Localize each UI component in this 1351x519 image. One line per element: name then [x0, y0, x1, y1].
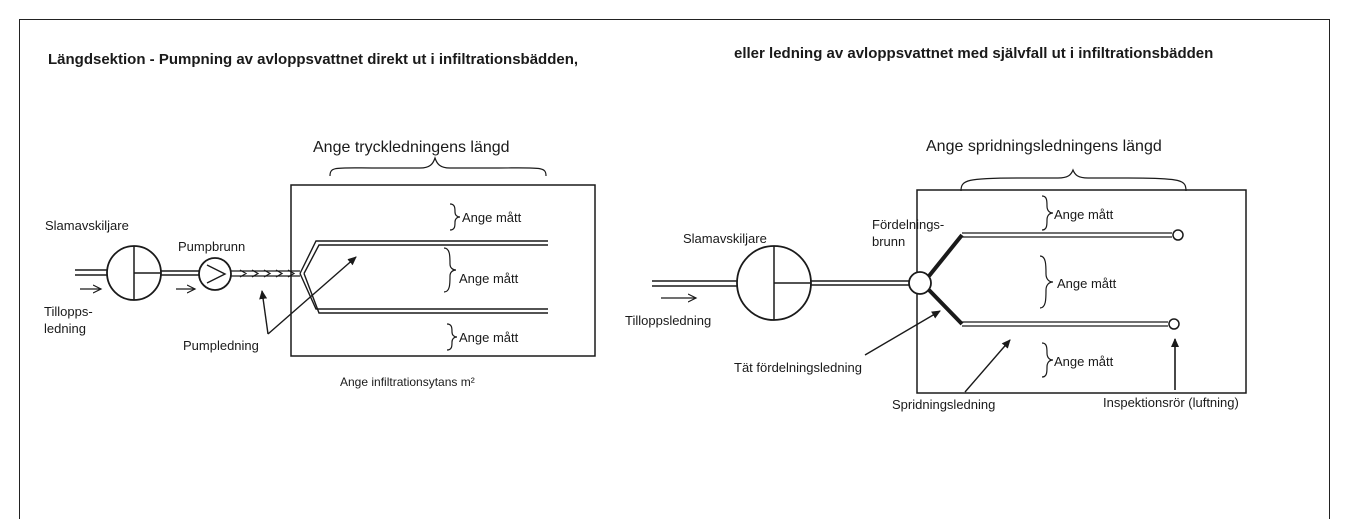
- left-measure-top: Ange mått: [462, 210, 522, 225]
- left-pump-well-symbol: [198, 257, 232, 291]
- left-infiltration-bed: [290, 184, 596, 357]
- left-distribution-pipe-upper-a: [299, 240, 548, 274]
- right-distribution-well-label-line2: brunn: [872, 234, 905, 249]
- right-inspection-pipe-lower: [1168, 318, 1180, 330]
- right-spread-line-label: Spridningsledning: [892, 397, 995, 412]
- left-measure-brace-bottom: [446, 323, 458, 351]
- right-sealed-line-pointer: [864, 310, 941, 356]
- left-pump-line-pointer-1: [259, 290, 269, 335]
- right-septic-tank-label: Slamavskiljare: [683, 231, 767, 246]
- right-distribution-well-symbol: [908, 271, 932, 295]
- right-sealed-line-lower: [927, 288, 964, 326]
- left-septic-tank-label: Slamavskiljare: [45, 218, 129, 233]
- left-measure-bottom: Ange mått: [459, 330, 519, 345]
- right-measure-brace-middle: [1039, 255, 1054, 309]
- left-pump-icon: [206, 264, 227, 284]
- left-distribution-pipe-lower-a: [299, 273, 548, 310]
- figure-frame: [19, 19, 1330, 519]
- left-pump-line-pointer-2: [267, 256, 357, 335]
- left-measure-brace-middle: [443, 247, 457, 293]
- left-diagram: Ange tryckledningens längd Ange m: [44, 139, 596, 389]
- left-distribution-pipe-upper-b: [303, 244, 548, 274]
- right-measure-top: Ange mått: [1054, 207, 1114, 222]
- right-length-brace: [960, 168, 1187, 192]
- right-inspection-pipe-label: Inspektionsrör (luftning): [1103, 395, 1239, 410]
- left-pressure-flow-arrows: [239, 269, 296, 278]
- heading-right: eller ledning av avloppsvattnet med själ…: [734, 45, 1214, 62]
- left-area-label: Ange infiltrationsytans m²: [340, 375, 475, 389]
- right-measure-brace-bottom: [1041, 342, 1054, 378]
- left-pump-line-label: Pumpledning: [183, 338, 259, 353]
- left-pump-well-label: Pumpbrunn: [178, 239, 245, 254]
- left-inlet-label-line2: ledning: [44, 321, 86, 336]
- left-measure-brace-top: [449, 203, 461, 231]
- left-inlet-label-line1: Tillopps-: [44, 304, 93, 319]
- left-length-label: Ange tryckledningens längd: [313, 139, 510, 156]
- right-measure-brace-top: [1041, 195, 1054, 231]
- heading-left: Längdsektion - Pumpning av avloppsvattne…: [48, 51, 579, 68]
- right-sealed-line-label: Tät fördelningsledning: [734, 360, 862, 375]
- right-length-label: Ange spridningsledningens längd: [926, 138, 1162, 155]
- right-spread-line-pointer: [964, 339, 1011, 393]
- left-measure-middle: Ange mått: [459, 271, 519, 286]
- left-length-brace: [329, 156, 547, 177]
- left-distribution-pipe-lower-b: [303, 273, 548, 314]
- right-distribution-well-label-line1: Fördelnings-: [872, 217, 944, 232]
- right-inspection-pipe-upper: [1172, 229, 1184, 241]
- right-inlet-label: Tilloppsledning: [625, 313, 711, 328]
- right-sealed-line-upper: [927, 233, 964, 278]
- right-diagram: Ange spridningsledningens längd: [625, 138, 1247, 412]
- right-measure-bottom: Ange mått: [1054, 354, 1114, 369]
- right-measure-middle: Ange mått: [1057, 276, 1117, 291]
